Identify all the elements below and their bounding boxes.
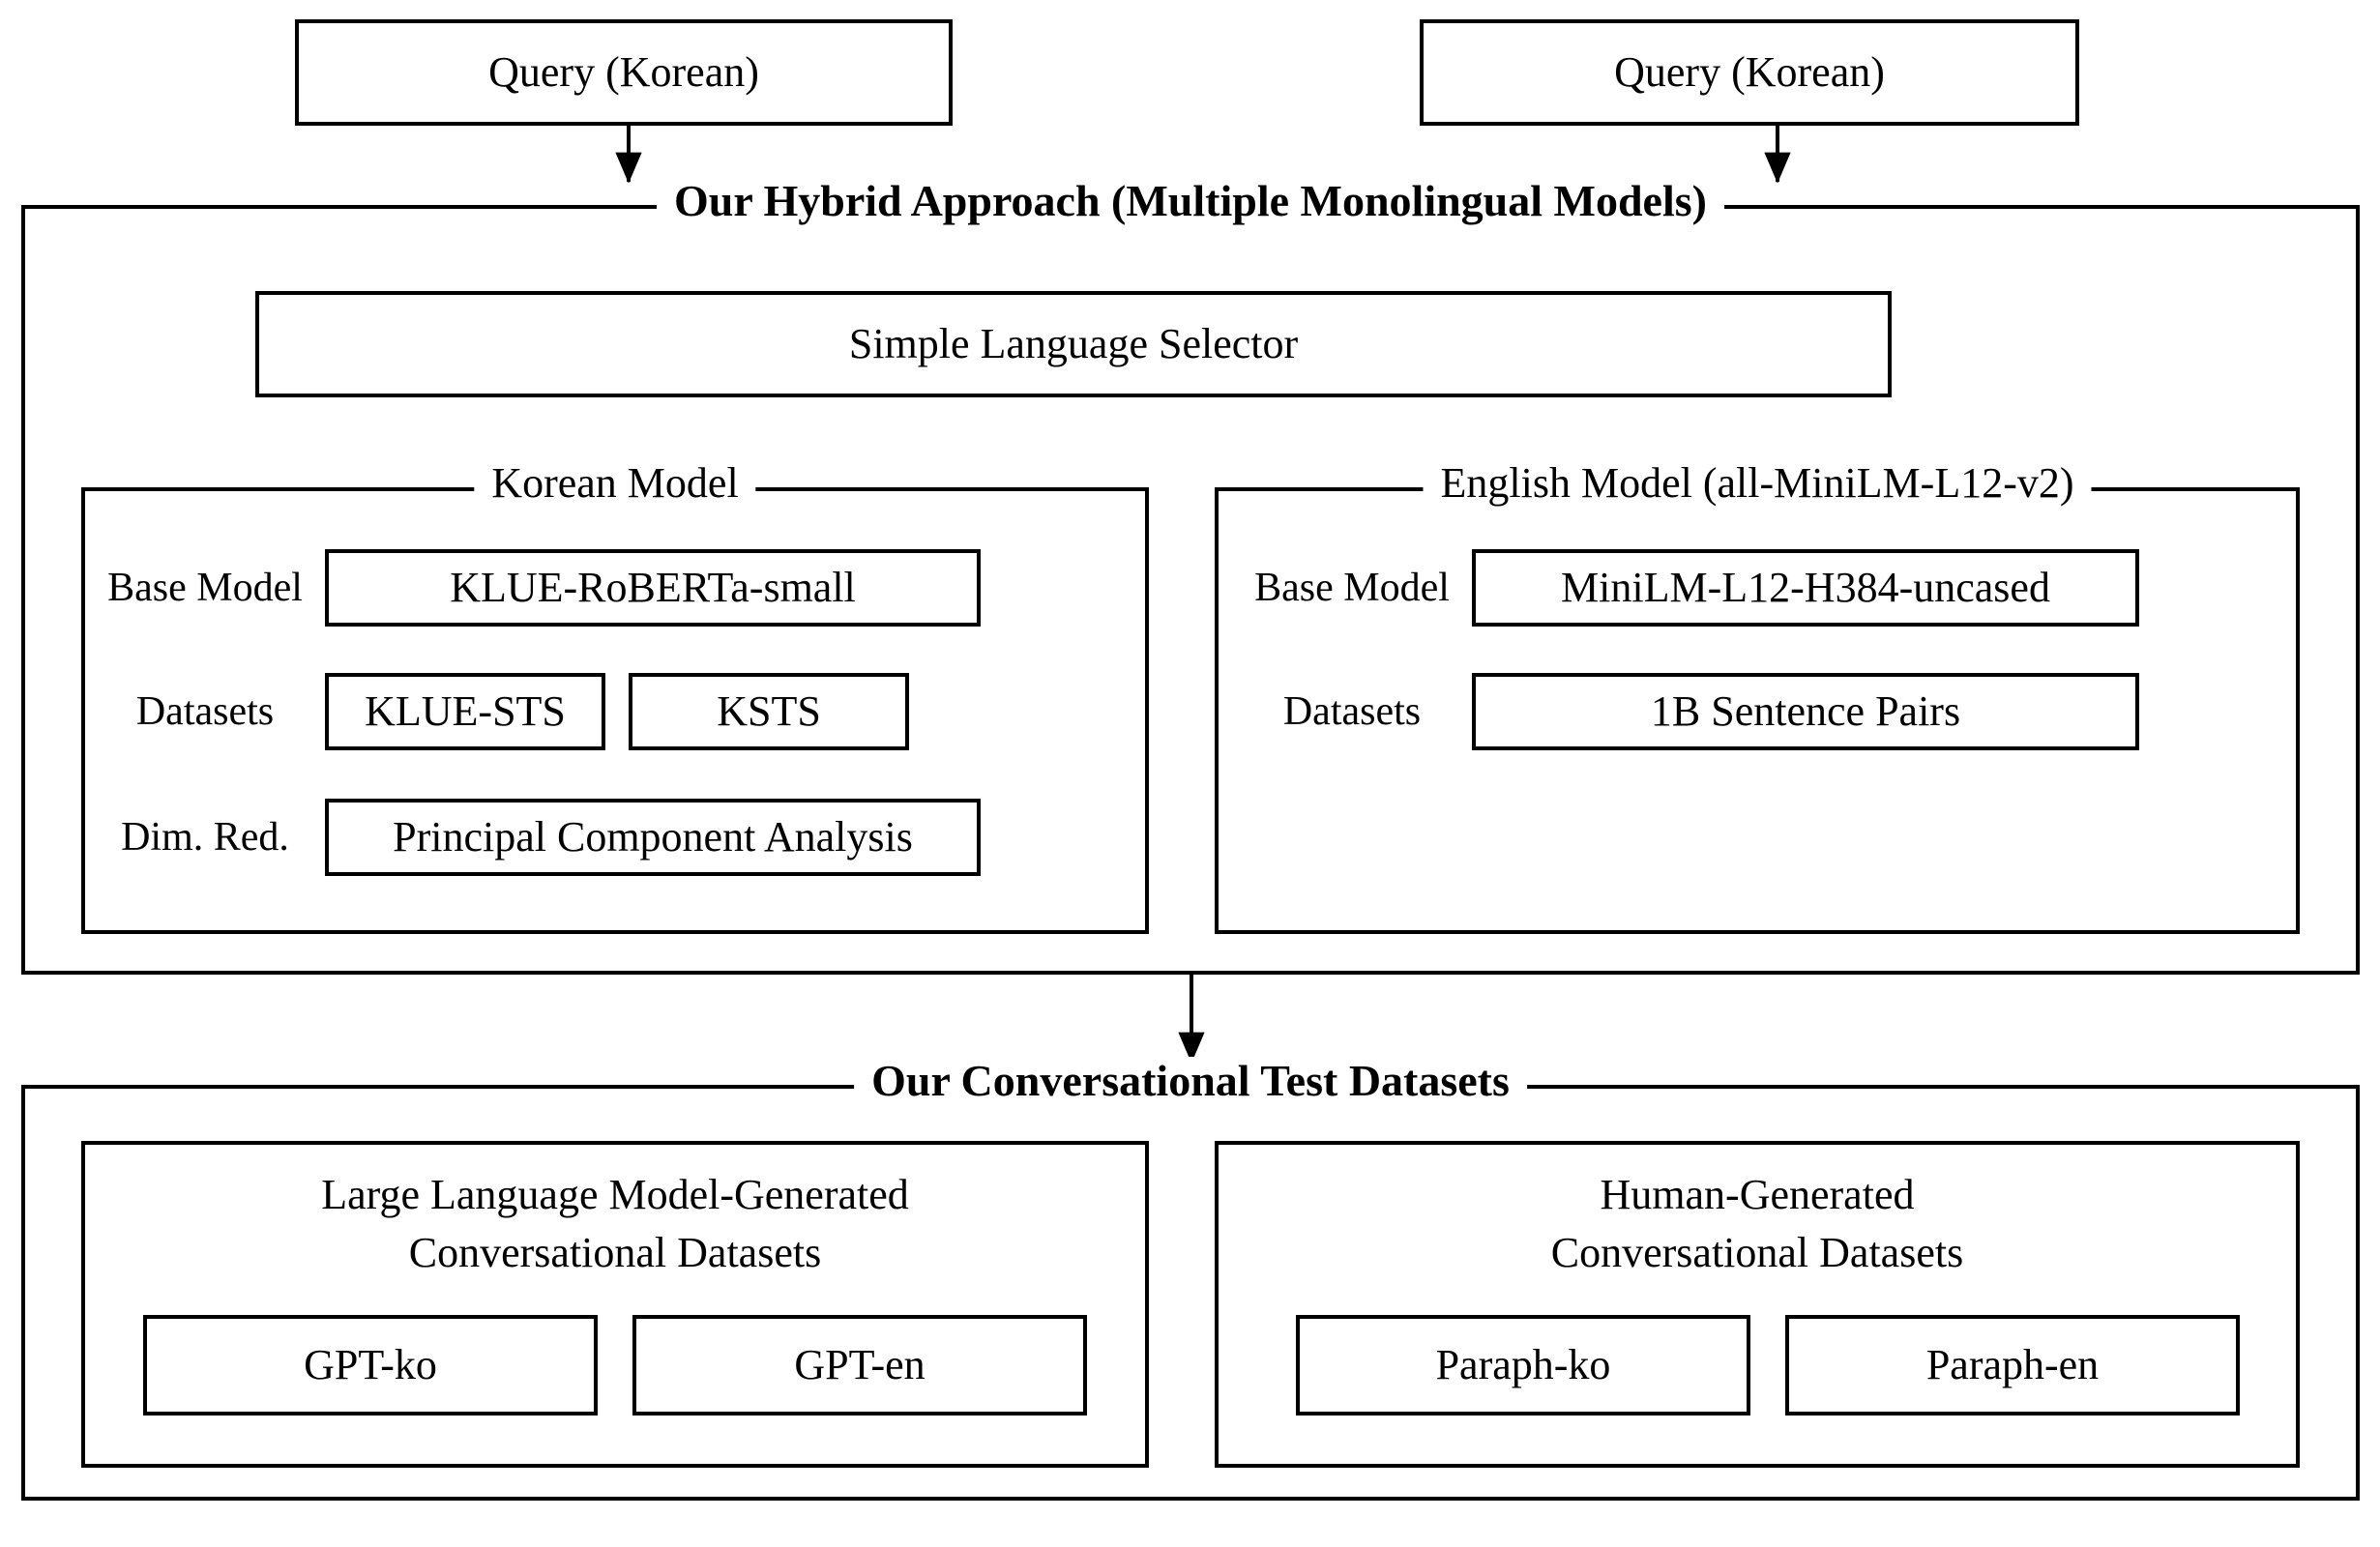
korean-dataset-box-2: KSTS [629,673,909,750]
korean-dim-red-box: Principal Component Analysis [325,799,981,876]
human-generated-title-line1: Human-Generated [1600,1170,1915,1218]
english-dataset-value-1: 1B Sentence Pairs [1650,687,1961,736]
dataset-box-paraph-en: Paraph-en [1785,1315,2240,1416]
llm-generated-title-line1: Large Language Model-Generated [321,1170,909,1218]
dataset-box-gpt-ko: GPT-ko [143,1315,598,1416]
english-model-title: English Model (all-MiniLM-L12-v2) [1423,459,2092,508]
korean-row-label-datasets: Datasets [135,688,275,734]
llm-generated-datasets-group: Large Language Model-Generated Conversat… [81,1141,1149,1468]
hybrid-approach-title: Our Hybrid Approach (Multiple Monolingua… [657,176,1724,226]
english-base-model-box: MiniLM-L12-H384-uncased [1472,549,2139,627]
english-model-group: English Model (all-MiniLM-L12-v2) Base M… [1215,459,2300,934]
english-base-model-value: MiniLM-L12-H384-uncased [1561,564,2050,612]
korean-dataset-value-1: KLUE-STS [365,687,566,736]
simple-language-selector-box: Simple Language Selector [255,291,1892,397]
query-label-right: Query (Korean) [1614,48,1885,97]
korean-row-label-base-model: Base Model [107,565,303,610]
korean-model-title: Korean Model [474,459,756,508]
dataset-box-paraph-ko: Paraph-ko [1296,1315,1750,1416]
llm-generated-title-line2: Conversational Datasets [408,1228,822,1276]
korean-base-model-box: KLUE-RoBERTa-small [325,549,981,627]
english-row-label-base-model: Base Model [1254,565,1450,610]
query-box-left: Query (Korean) [295,19,953,126]
simple-language-selector-label: Simple Language Selector [848,320,1299,368]
dataset-label-paraph-ko: Paraph-ko [1435,1341,1611,1389]
hybrid-approach-container: Our Hybrid Approach (Multiple Monolingua… [21,176,2360,975]
dataset-label-paraph-en: Paraph-en [1925,1341,2100,1389]
dataset-label-gpt-ko: GPT-ko [304,1341,437,1389]
english-row-label-datasets: Datasets [1282,688,1422,734]
query-box-right: Query (Korean) [1420,19,2079,126]
human-generated-title-line2: Conversational Datasets [1550,1228,1964,1276]
test-datasets-container: Our Conversational Test Datasets Large L… [21,1056,2360,1501]
korean-dim-red-value: Principal Component Analysis [393,813,913,861]
query-label-left: Query (Korean) [488,48,759,97]
korean-dataset-value-2: KSTS [717,687,821,736]
korean-dataset-box-1: KLUE-STS [325,673,605,750]
dataset-box-gpt-en: GPT-en [632,1315,1087,1416]
test-datasets-title: Our Conversational Test Datasets [854,1056,1527,1106]
human-generated-datasets-group: Human-Generated Conversational Datasets … [1215,1141,2300,1468]
dataset-label-gpt-en: GPT-en [794,1341,926,1389]
korean-base-model-value: KLUE-RoBERTa-small [450,564,856,612]
korean-row-label-dim-red: Dim. Red. [121,814,289,860]
english-dataset-box-1: 1B Sentence Pairs [1472,673,2139,750]
korean-model-group: Korean Model Base Model KLUE-RoBERTa-sma… [81,459,1149,934]
